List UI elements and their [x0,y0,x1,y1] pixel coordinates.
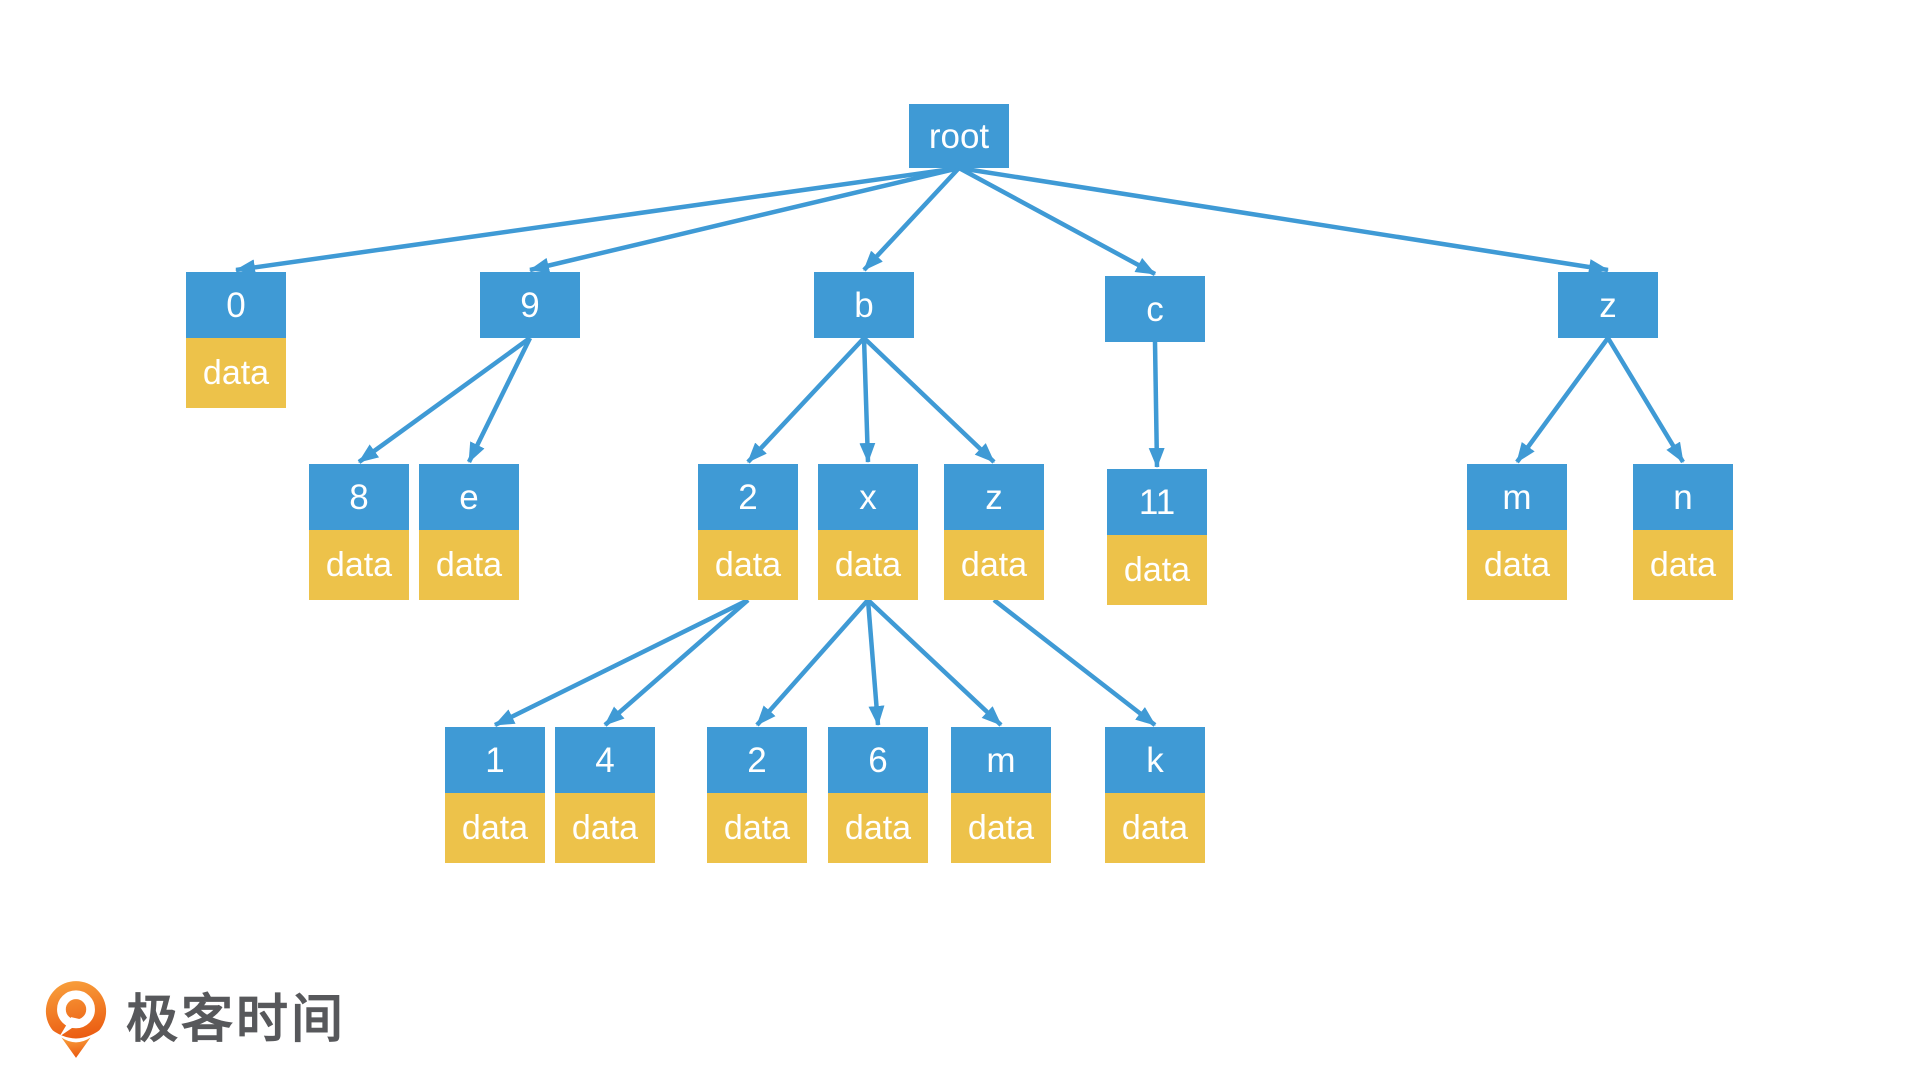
node-key-label: 4 [555,727,655,793]
edge-root-to-b [862,166,961,272]
edge-9-to-e [466,337,533,463]
edge-x-to-2b [755,598,870,727]
edge-root-to-z [958,165,1609,275]
edge-b-to-x [859,337,876,463]
node-key-label: m [1467,464,1567,530]
node-key-label: 2 [698,464,798,530]
node-key-label: e [419,464,519,530]
node-key-label: m [951,727,1051,793]
edge-zb-to-k [992,598,1157,727]
node-data-slot: data [1633,530,1733,600]
node-data-slot: data [186,338,286,408]
node-key-label: 9 [480,272,580,338]
node-data-slot: data [1467,530,1567,600]
node-data-slot: data [419,530,519,600]
edge-root-to-0 [235,165,960,276]
edge-c-to-11 [1148,341,1165,468]
edge-z-to-m [1515,336,1610,464]
node-key-label: z [944,464,1044,530]
edge-root-to-c [957,166,1157,276]
node-key-label: k [1105,727,1205,793]
node-data-slot: data [944,530,1044,600]
edge-x-to-6 [865,599,885,726]
node-data-slot: data [951,793,1051,863]
node-data-slot: data [555,793,655,863]
node-data-slot: data [707,793,807,863]
trie-node-c: c [1105,276,1205,342]
node-data-slot: data [818,530,918,600]
node-data-slot: data [309,530,409,600]
node-data-slot: data [1107,535,1207,605]
node-key-label: 0 [186,272,286,338]
edge-2-to-1 [494,597,749,728]
trie-node-b: b [814,272,914,338]
geektime-logo-icon [45,981,107,1058]
trie-node-z: z [1558,272,1658,338]
node-data-slot: data [445,793,545,863]
node-key-label: 1 [445,727,545,793]
node-key-label: 6 [828,727,928,793]
edge-b-to-zb [862,336,996,464]
node-key-label: n [1633,464,1733,530]
geektime-logo: 极客时间 [42,980,346,1060]
edge-root-to-9 [529,165,960,274]
trie-node-root: root [909,104,1009,168]
edge-b-to-2 [746,336,866,464]
node-key-label: x [818,464,918,530]
node-data-slot: data [698,530,798,600]
edge-2-to-4 [603,598,750,727]
node-data-slot: data [1105,793,1205,863]
edge-9-to-8 [357,336,532,464]
node-key-label: 11 [1107,469,1207,535]
node-key-label: z [1558,272,1658,338]
node-key-label: root [909,104,1009,168]
edge-z-to-n [1606,336,1685,464]
node-data-slot: data [828,793,928,863]
edge-x-to-mb [866,598,1003,727]
node-key-label: c [1105,276,1205,342]
node-key-label: 8 [309,464,409,530]
node-key-label: b [814,272,914,338]
trie-node-9: 9 [480,272,580,338]
node-key-label: 2 [707,727,807,793]
geektime-logo-text: 极客时间 [126,991,347,1049]
